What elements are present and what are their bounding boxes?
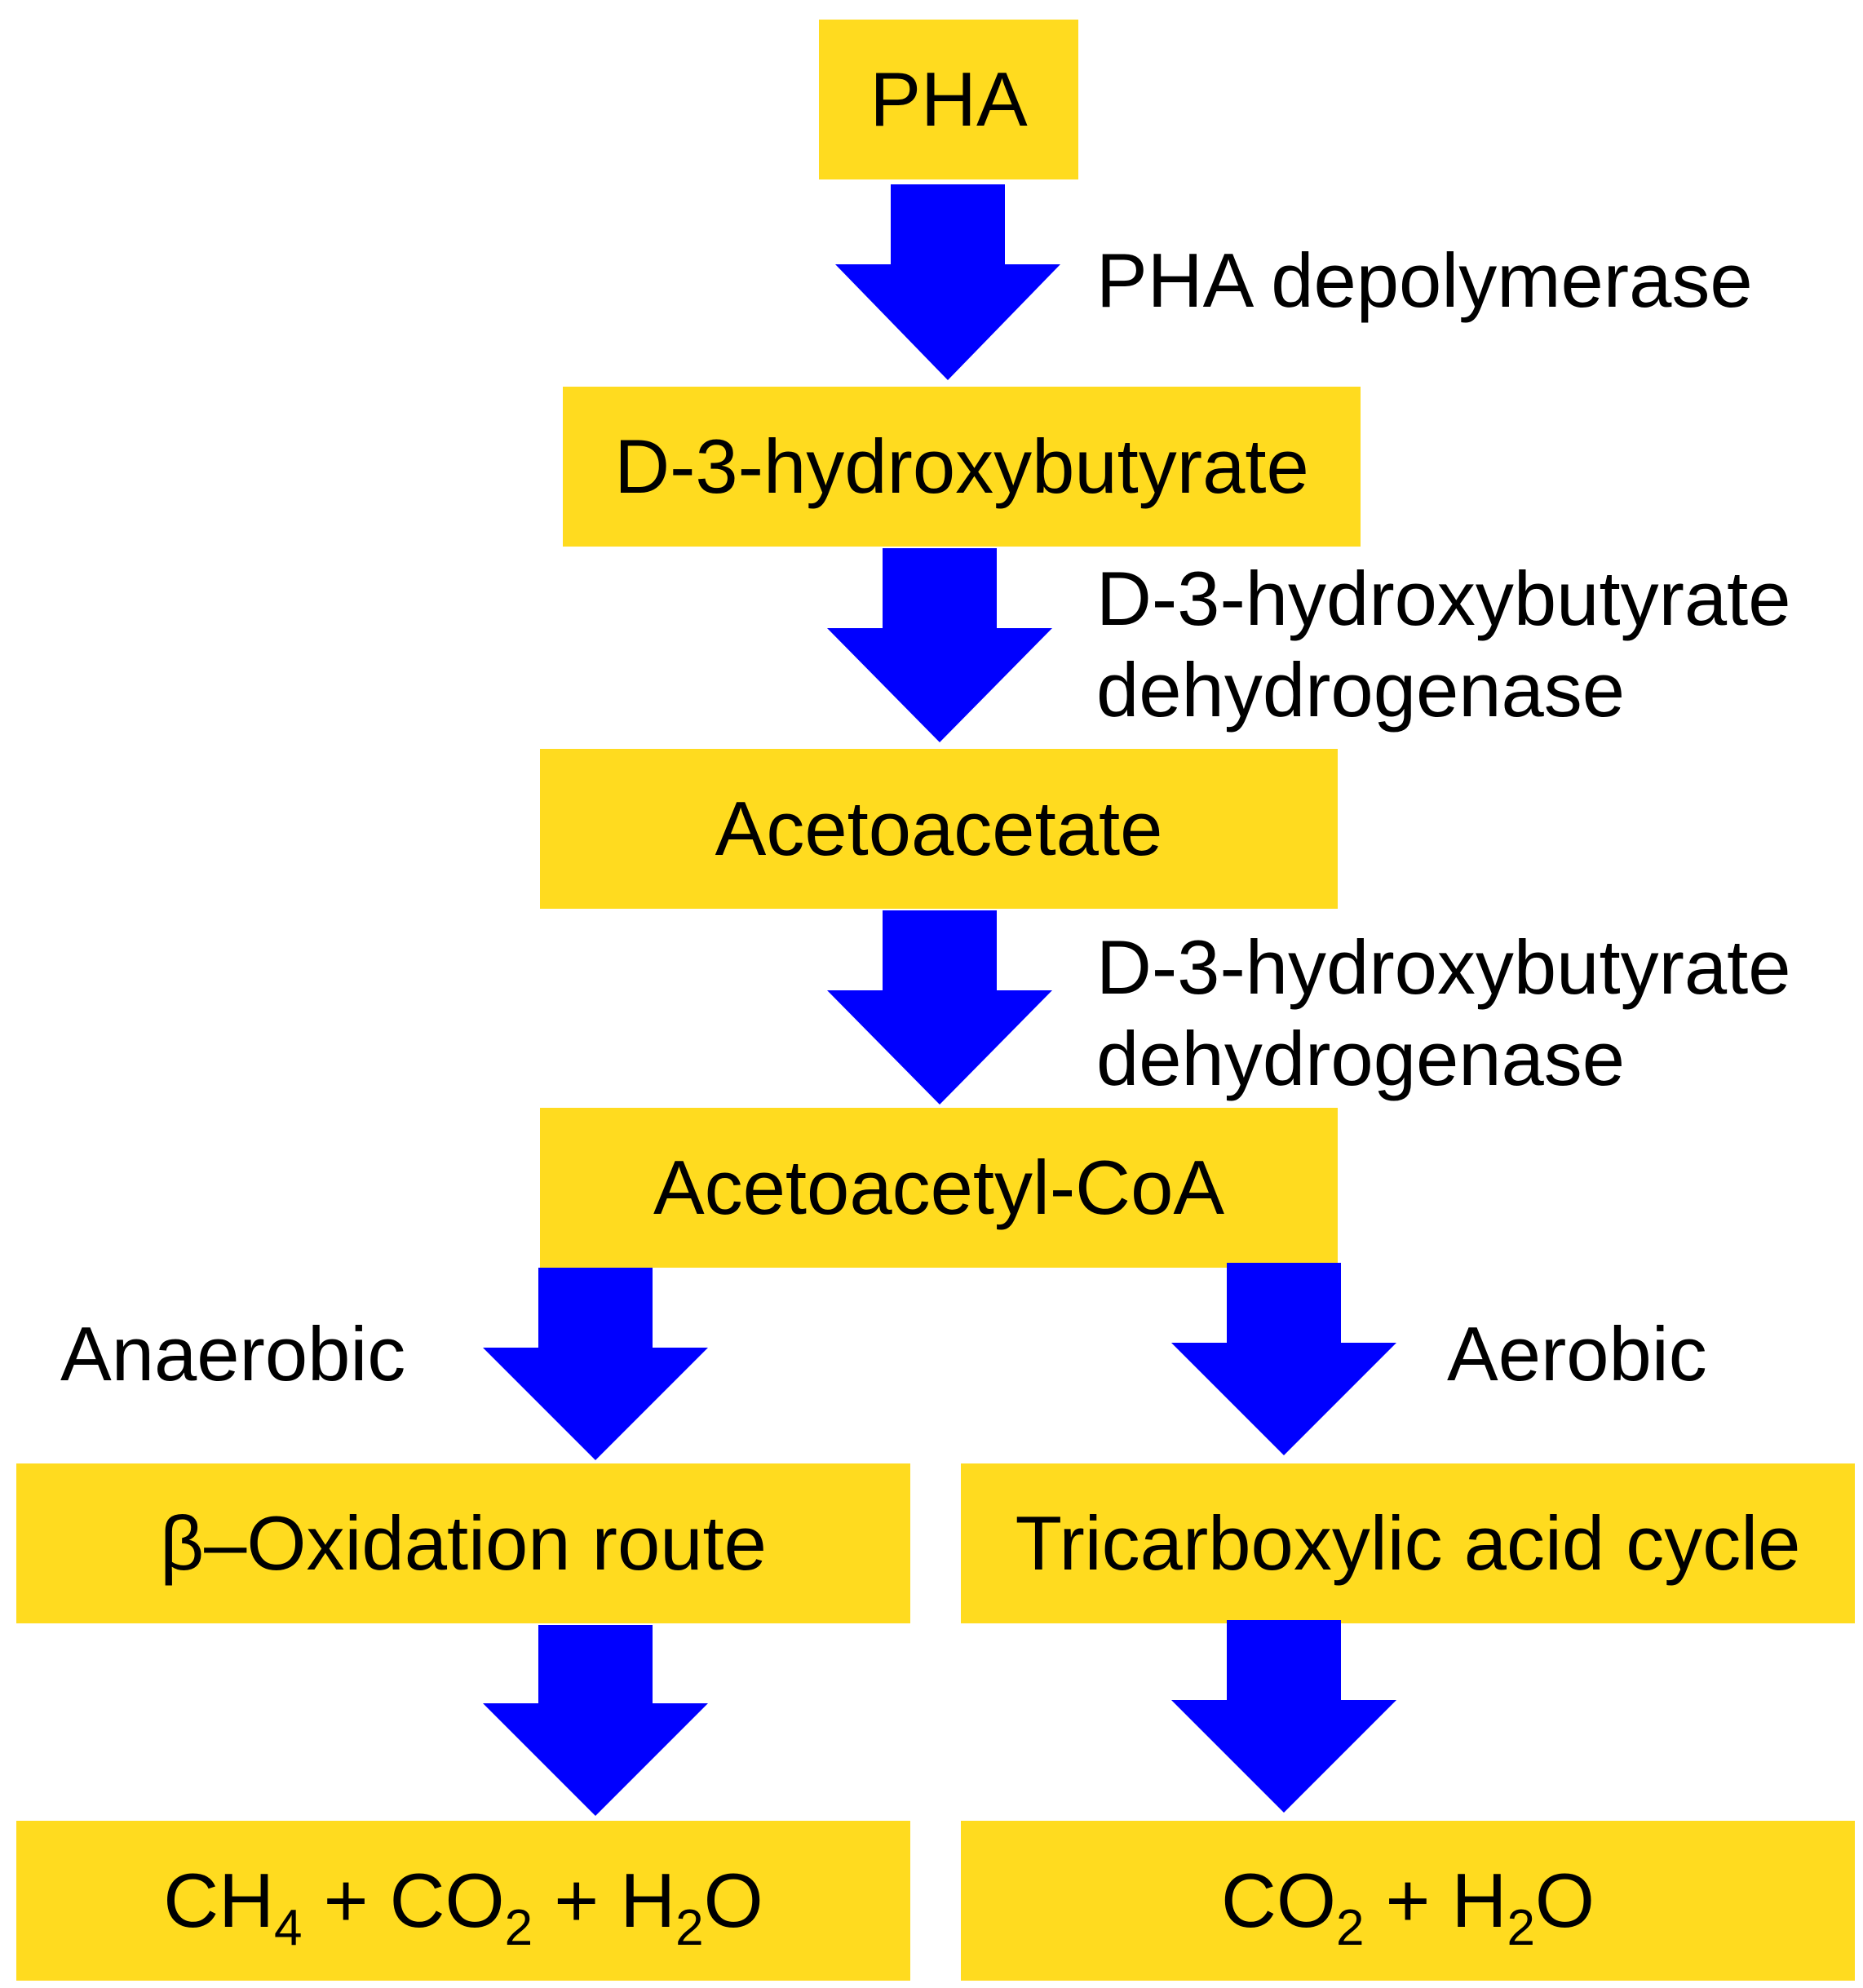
aerobic-products-formula: CO2 + H2O — [1220, 1857, 1595, 1956]
edge-label-anaerobic: Anaerobic — [60, 1311, 406, 1397]
edge-label-dehydrogenase-2: D-3-hydroxybutyrate dehydrogenase — [1096, 922, 1791, 1105]
node-aerobic-products: CO2 + H2O — [961, 1821, 1855, 1981]
node-d3-hydroxybutyrate: D-3-hydroxybutyrate — [563, 387, 1361, 547]
edge-label-dehydrogenase-2-line1: D-3-hydroxybutyrate — [1096, 924, 1791, 1010]
arrow-acetoacetate-to-acetoacetyl-coa — [827, 910, 1052, 1105]
edge-label-dehydrogenase-2-line2: dehydrogenase — [1096, 1016, 1626, 1101]
node-anaerobic-products: CH4 + CO2 + H2O — [16, 1821, 910, 1981]
arrow-hydroxybutyrate-to-acetoacetate — [827, 548, 1052, 742]
edge-label-dehydrogenase-1: D-3-hydroxybutyrate dehydrogenase — [1096, 553, 1791, 736]
node-beta-oxidation-label: β–Oxidation route — [160, 1500, 767, 1586]
node-tca-cycle-label: Tricarboxylic acid cycle — [1015, 1500, 1801, 1586]
anaerobic-products-formula: CH4 + CO2 + H2O — [163, 1857, 763, 1956]
edge-label-dehydrogenase-1-line1: D-3-hydroxybutyrate — [1096, 556, 1791, 641]
node-acetoacetate: Acetoacetate — [540, 749, 1338, 909]
arrow-beta-oxidation-to-products — [483, 1625, 708, 1816]
arrow-tca-to-products — [1171, 1620, 1396, 1813]
arrow-acetoacetyl-coa-to-beta-oxidation — [483, 1268, 708, 1460]
node-tca-cycle: Tricarboxylic acid cycle — [961, 1463, 1855, 1623]
arrow-pha-to-hydroxybutyrate — [835, 184, 1060, 380]
node-pha-label: PHA — [870, 56, 1028, 142]
node-beta-oxidation: β–Oxidation route — [16, 1463, 910, 1623]
edge-label-aerobic: Aerobic — [1447, 1311, 1707, 1397]
node-acetoacetyl-coa: Acetoacetyl-CoA — [540, 1108, 1338, 1268]
edge-label-pha-depolymerase: PHA depolymerase — [1096, 237, 1753, 323]
node-pha: PHA — [819, 20, 1078, 179]
node-acetoacetate-label: Acetoacetate — [715, 786, 1163, 871]
node-d3-hydroxybutyrate-label: D-3-hydroxybutyrate — [614, 423, 1309, 509]
arrow-acetoacetyl-coa-to-tca — [1171, 1263, 1396, 1455]
edge-label-dehydrogenase-1-line2: dehydrogenase — [1096, 647, 1626, 733]
node-acetoacetyl-coa-label: Acetoacetyl-CoA — [653, 1145, 1225, 1230]
